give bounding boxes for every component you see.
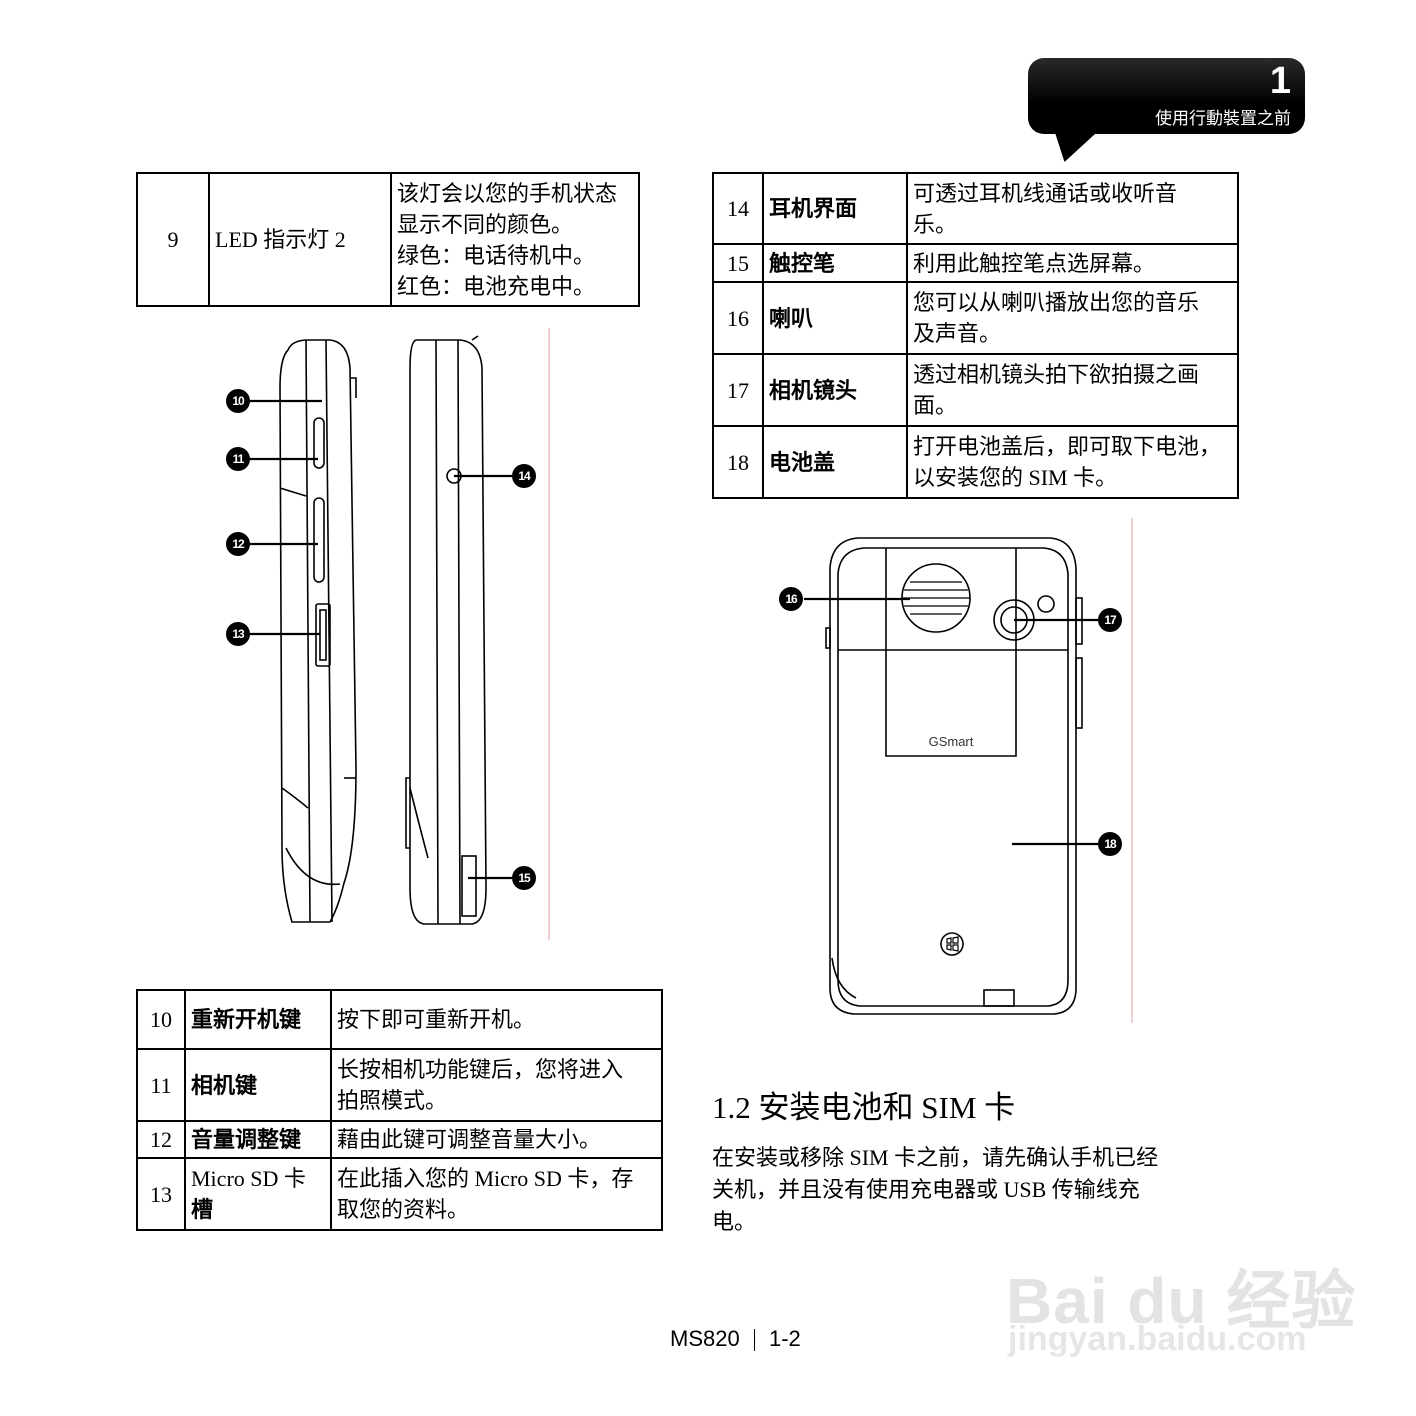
row-number: 18 (712, 425, 764, 499)
table-row: 14 耳机界面 可透过耳机线通话或收听音 乐。 (712, 172, 1239, 245)
row-name: 重新开机键 (184, 989, 332, 1050)
desc-line: 面。 (913, 393, 958, 418)
row-description: 长按相机功能键后，您将进入 拍照模式。 (330, 1048, 663, 1122)
row-name: 喇叭 (762, 281, 908, 355)
desc-line: 乐。 (913, 211, 958, 237)
spec-table-led: 9 LED 指示灯 2 该灯会以您的手机状态 显示不同的颜色。 绿色：电话待机中… (136, 172, 640, 307)
table-row: 9 LED 指示灯 2 该灯会以您的手机状态 显示不同的颜色。 绿色：电话待机中… (136, 172, 640, 307)
callout-15: 15 (512, 866, 536, 890)
body-line: 关机，并且没有使用充电器或 USB 传输线充 (712, 1177, 1140, 1202)
callout-10: 10 (226, 389, 250, 413)
callout-16: 16 (779, 587, 803, 611)
desc-line: 绿色：电话待机中。 (397, 242, 596, 268)
table-row: 13 Micro SD 卡 槽 在此插入您的 Micro SD 卡，存 取您的资… (136, 1157, 663, 1231)
callout-13: 13 (226, 622, 250, 646)
footer-model: MS820 (670, 1326, 740, 1351)
section-heading: 1.2 安装电池和 SIM 卡 (712, 1090, 1016, 1125)
desc-line: 藉由此键可调整音量大小。 (337, 1127, 602, 1152)
table-row: 16 喇叭 您可以从喇叭播放出您的音乐 及声音。 (712, 281, 1239, 355)
row-number: 16 (712, 281, 764, 355)
desc-line: 取您的资料。 (337, 1197, 470, 1222)
row-description: 按下即可重新开机。 (330, 989, 663, 1050)
row-name: 电池盖 (762, 425, 908, 499)
desc-line: 该灯会以您的手机状态 (397, 180, 618, 206)
row-name: Micro SD 卡 槽 (184, 1157, 332, 1231)
desc-line: 长按相机功能键后，您将进入 (337, 1057, 624, 1082)
row-number: 13 (136, 1157, 186, 1231)
body-line: 在安装或移除 SIM 卡之前，请先确认手机已经 (712, 1145, 1159, 1170)
desc-line: 拍照模式。 (337, 1088, 448, 1113)
callout-14: 14 (512, 464, 536, 488)
body-line: 电。 (712, 1209, 757, 1234)
row-description: 打开电池盖后，即可取下电池， 以安装您的 SIM 卡。 (906, 425, 1239, 499)
row-number: 14 (712, 172, 764, 245)
row-description: 藉由此键可调整音量大小。 (330, 1120, 663, 1159)
row-number: 9 (136, 172, 210, 307)
table-row: 12 音量调整键 藉由此键可调整音量大小。 (136, 1120, 663, 1159)
desc-line: 利用此触控笔点选屏幕。 (913, 250, 1156, 276)
desc-line: 显示不同的颜色。 (397, 211, 574, 237)
row-description: 透过相机镜头拍下欲拍摄之画 面。 (906, 353, 1239, 427)
row-number: 11 (136, 1048, 186, 1122)
desc-line: 以安装您的 SIM 卡。 (913, 465, 1118, 490)
callout-11: 11 (226, 447, 250, 471)
callout-18: 18 (1098, 832, 1122, 856)
row-description: 利用此触控笔点选屏幕。 (906, 243, 1239, 283)
table-row: 10 重新开机键 按下即可重新开机。 (136, 989, 663, 1050)
row-number: 15 (712, 243, 764, 283)
row-name: LED 指示灯 2 (208, 172, 392, 307)
page-footer: MS820 1-2 (670, 1326, 801, 1352)
footer-divider (753, 1329, 755, 1352)
baidu-watermark-logo: Bai du 经验 (1006, 1265, 1357, 1337)
footer-page-number: 1-2 (768, 1326, 801, 1351)
callout-12: 12 (226, 532, 250, 556)
desc-line: 红色：电池充电中。 (397, 273, 596, 299)
row-number: 17 (712, 353, 764, 427)
spec-table-parts-10-13: 10 重新开机键 按下即可重新开机。 11 相机键 长按相机功能键后，您将进入 … (136, 989, 663, 1231)
baidu-watermark-url: jingyan.baidu.com (1008, 1320, 1307, 1358)
desc-line: 在此插入您的 Micro SD 卡，存 (337, 1166, 634, 1191)
row-description: 该灯会以您的手机状态 显示不同的颜色。 绿色：电话待机中。 红色：电池充电中。 (390, 172, 640, 307)
row-description: 您可以从喇叭播放出您的音乐 及声音。 (906, 281, 1239, 355)
row-description: 在此插入您的 Micro SD 卡，存 取您的资料。 (330, 1157, 663, 1231)
desc-line: 透过相机镜头拍下欲拍摄之画 (913, 362, 1200, 387)
row-name: 相机镜头 (762, 353, 908, 427)
desc-line: 按下即可重新开机。 (337, 1007, 536, 1032)
phone-back-view-figure: GSmart (804, 518, 1133, 1023)
name-line: 槽 (191, 1197, 214, 1222)
spec-table-parts-14-18: 14 耳机界面 可透过耳机线通话或收听音 乐。 15 触控笔 利用此触控笔点选屏… (712, 172, 1239, 499)
row-name: 音量调整键 (184, 1120, 332, 1159)
desc-line: 及声音。 (913, 321, 1002, 346)
table-row: 15 触控笔 利用此触控笔点选屏幕。 (712, 243, 1239, 283)
row-number: 10 (136, 989, 186, 1050)
phone-side-views-figure (250, 328, 550, 940)
row-name: 耳机界面 (762, 172, 908, 245)
chapter-title: 使用行動裝置之前 (1155, 109, 1291, 129)
chapter-number: 1 (1269, 60, 1291, 102)
desc-line: 打开电池盖后，即可取下电池， (913, 434, 1222, 459)
back-brand-logo: GSmart (929, 734, 974, 749)
desc-line: 您可以从喇叭播放出您的音乐 (913, 290, 1200, 315)
table-row: 11 相机键 长按相机功能键后，您将进入 拍照模式。 (136, 1048, 663, 1122)
table-row: 18 电池盖 打开电池盖后，即可取下电池， 以安装您的 SIM 卡。 (712, 425, 1239, 499)
row-description: 可透过耳机线通话或收听音 乐。 (906, 172, 1239, 245)
name-line: Micro SD 卡 (191, 1166, 306, 1191)
table-row: 17 相机镜头 透过相机镜头拍下欲拍摄之画 面。 (712, 353, 1239, 427)
row-number: 12 (136, 1120, 186, 1159)
desc-line: 可透过耳机线通话或收听音 (913, 180, 1178, 206)
callout-17: 17 (1098, 608, 1122, 632)
row-name: 相机键 (184, 1048, 332, 1122)
chapter-tab: 1 使用行動裝置之前 (1028, 58, 1305, 134)
row-name: 触控笔 (762, 243, 908, 283)
section-body: 在安装或移除 SIM 卡之前，请先确认手机已经 关机，并且没有使用充电器或 US… (712, 1142, 1192, 1238)
